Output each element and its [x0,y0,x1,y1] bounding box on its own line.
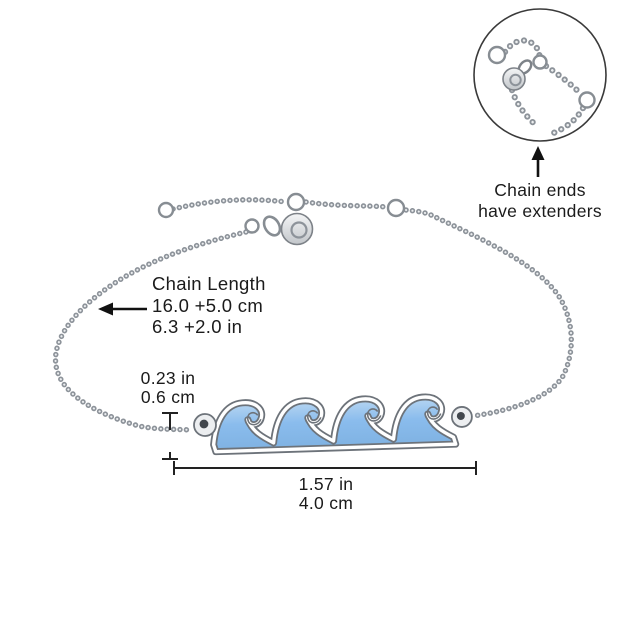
extender-ring-icon [578,91,596,109]
charm-end-ring-icon [193,413,217,437]
extender-ring-icon [386,198,406,218]
charm-width-metric: 4.0 cm [298,492,354,513]
chain-length-title: Chain Length [152,273,266,294]
extender-end-ring-icon [487,45,507,65]
clasp-detail-inset [473,8,607,177]
charm-end-ring-icon [450,406,473,428]
height-dimension-line [162,412,178,460]
lobster-clasp-icon [244,212,314,246]
charm-height-metric: 0.6 cm [140,386,196,407]
extender-end-ring-icon [157,201,175,219]
extender-ring-icon [286,192,306,212]
inset-caption: Chain ends have extenders [450,180,630,222]
chain-length-label: Chain Length 16.0 +5.0 cm 6.3 +2.0 in [152,273,312,338]
charm-height-label: 0.23 in 0.6 cm [124,369,212,406]
wave-curl-lines [246,406,442,426]
chain-length-metric: 16.0 +5.0 cm [152,294,264,316]
charm-width-imperial: 1.57 in [298,474,354,494]
left-arrow-icon [98,302,147,316]
inset-caption-line1: Chain ends [494,180,586,200]
inset-caption-line2: have extenders [478,201,602,221]
wave-charm [193,393,473,456]
lobster-clasp-icon [502,59,533,91]
bracelet-chain [52,192,574,433]
chain-length-imperial: 6.3 +2.0 in [152,316,243,337]
inset-chain-ends [487,37,596,138]
charm-height-imperial: 0.23 in [140,368,196,388]
extender-ring-icon [532,54,548,70]
inset-circle [473,8,607,142]
charm-width-label: 1.57 in 4.0 cm [262,475,390,512]
up-arrow-icon [531,146,545,177]
width-dimension-line [173,461,477,475]
